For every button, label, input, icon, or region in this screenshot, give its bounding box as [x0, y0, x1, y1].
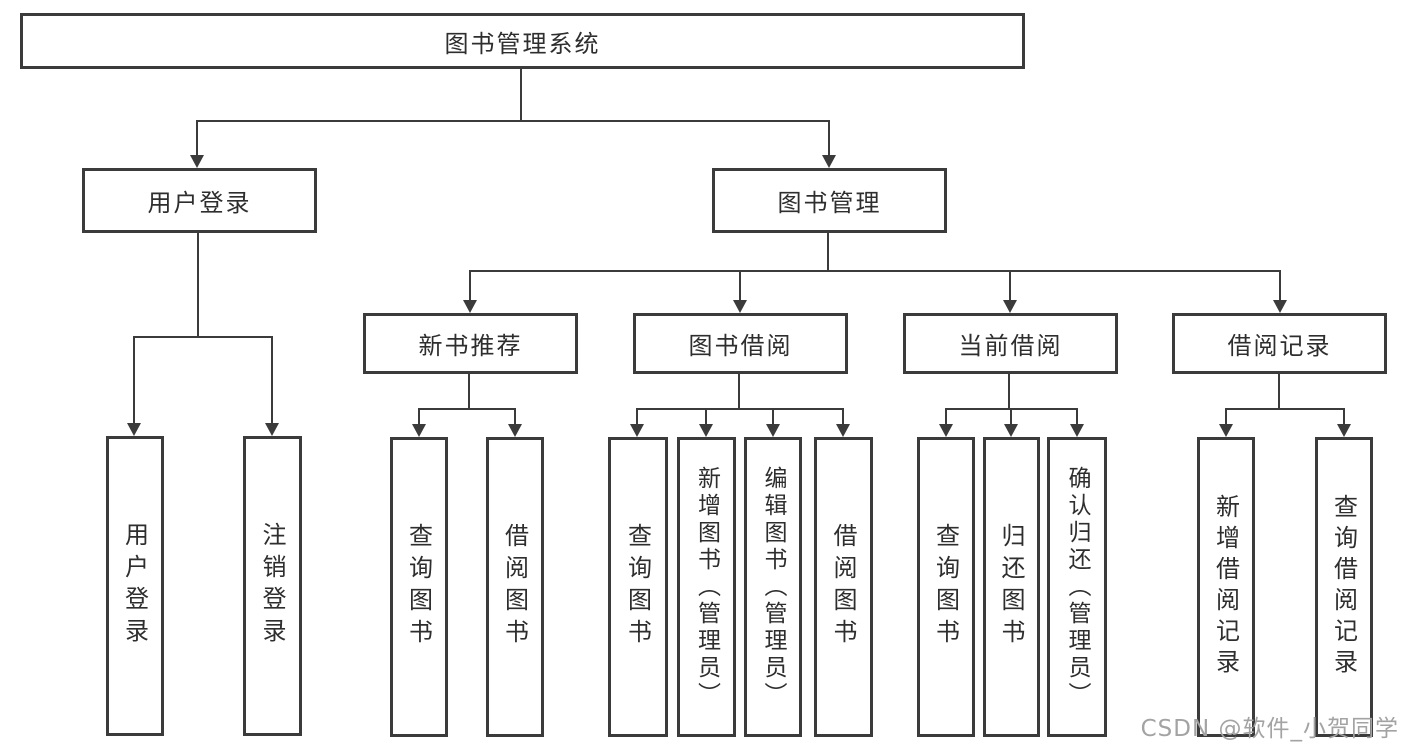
connector-hline — [196, 120, 830, 122]
node-query-book-2-label: 查询图书 — [623, 523, 652, 651]
arrow-shaft — [469, 270, 471, 300]
arrowhead-down-icon — [508, 424, 522, 437]
arrowhead-down-icon — [265, 423, 279, 436]
arrow-shaft — [705, 408, 707, 424]
arrow-shaft — [1076, 408, 1078, 424]
node-book-borrow: 图书借阅 — [633, 313, 848, 374]
arrowhead-down-icon — [836, 424, 850, 437]
node-borrow-book-2: 借阅图书 — [814, 437, 873, 737]
node-query-book-2: 查询图书 — [608, 437, 668, 737]
node-borrow-book-2-label: 借阅图书 — [829, 523, 857, 651]
node-confirm-return: 确认归还（管理员） — [1047, 437, 1107, 737]
node-library-system-label: 图书管理系统 — [444, 29, 601, 58]
arrow-shaft — [772, 408, 774, 424]
connector-hline — [418, 408, 516, 410]
arrowhead-down-icon — [822, 155, 836, 168]
node-add-book: 新增图书（管理员） — [677, 437, 736, 737]
arrow-shaft — [271, 336, 273, 423]
node-logout-leaf: 注销登录 — [243, 436, 302, 736]
arrow-shaft — [196, 120, 198, 155]
node-edit-book: 编辑图书（管理员） — [744, 437, 802, 737]
arrowhead-down-icon — [1337, 424, 1351, 437]
arrowhead-down-icon — [412, 424, 426, 437]
arrowhead-down-icon — [939, 424, 953, 437]
connector-vline — [1278, 374, 1280, 408]
connector-hline — [469, 270, 1281, 272]
node-current-borrow: 当前借阅 — [903, 313, 1118, 374]
arrow-shaft — [842, 408, 844, 424]
node-book-management-label: 图书管理 — [777, 189, 882, 217]
node-query-book-3: 查询图书 — [917, 437, 975, 737]
connector-vline — [468, 374, 470, 408]
connector-vline — [1008, 374, 1010, 408]
node-new-book-recommend: 新书推荐 — [363, 313, 578, 374]
node-borrow-record-label: 借阅记录 — [1227, 332, 1332, 360]
arrow-shaft — [945, 408, 947, 424]
node-user-login-leaf: 用户登录 — [106, 436, 164, 736]
connector-vline — [197, 233, 199, 337]
connector-vline — [738, 374, 740, 408]
csdn-watermark: CSDN @软件_小贺同学 — [1140, 716, 1399, 742]
node-edit-book-label: 编辑图书（管理员） — [760, 465, 786, 709]
node-borrow-record: 借阅记录 — [1172, 313, 1387, 374]
arrow-shaft — [739, 270, 741, 300]
node-book-borrow-label: 图书借阅 — [688, 332, 793, 360]
node-query-book-1: 查询图书 — [390, 437, 448, 737]
node-add-book-label: 新增图书（管理员） — [693, 465, 720, 709]
arrow-shaft — [1225, 408, 1227, 424]
arrowhead-down-icon — [733, 300, 747, 313]
arrowhead-down-icon — [630, 424, 644, 437]
arrowhead-down-icon — [1273, 300, 1287, 313]
arrowhead-down-icon — [1003, 300, 1017, 313]
connector-hline — [636, 408, 844, 410]
arrow-shaft — [418, 408, 420, 424]
node-current-borrow-label: 当前借阅 — [958, 332, 1063, 360]
node-user-login-label: 用户登录 — [147, 189, 252, 217]
arrowhead-down-icon — [1219, 424, 1233, 437]
connector-vline — [827, 233, 829, 271]
node-user-login-leaf-label: 用户登录 — [120, 522, 149, 650]
arrow-shaft — [133, 336, 135, 423]
node-add-borrow-record: 新增借阅记录 — [1197, 437, 1255, 737]
arrow-shaft — [1279, 270, 1281, 300]
arrow-shaft — [828, 120, 830, 155]
node-borrow-book-1: 借阅图书 — [486, 437, 544, 737]
connector-hline — [1225, 408, 1345, 410]
node-confirm-return-label: 确认归还（管理员） — [1064, 465, 1090, 709]
node-query-borrow-record-label: 查询借阅记录 — [1329, 494, 1358, 680]
node-borrow-book-1-label: 借阅图书 — [500, 523, 529, 651]
node-return-book: 归还图书 — [983, 437, 1040, 737]
arrow-shaft — [636, 408, 638, 424]
node-new-book-recommend-label: 新书推荐 — [418, 332, 523, 360]
arrowhead-down-icon — [766, 424, 780, 437]
arrowhead-down-icon — [190, 155, 204, 168]
node-user-login: 用户登录 — [82, 168, 317, 233]
arrowhead-down-icon — [127, 423, 141, 436]
arrowhead-down-icon — [1004, 424, 1018, 437]
node-book-management: 图书管理 — [712, 168, 947, 233]
node-library-system: 图书管理系统 — [20, 13, 1025, 69]
node-query-book-3-label: 查询图书 — [931, 523, 960, 651]
arrow-shaft — [514, 408, 516, 424]
connector-vline — [520, 69, 522, 120]
connector-hline — [133, 336, 273, 338]
arrow-shaft — [1009, 270, 1011, 300]
node-add-borrow-record-label: 新增借阅记录 — [1211, 494, 1240, 680]
arrow-shaft — [1010, 408, 1012, 424]
node-query-borrow-record: 查询借阅记录 — [1315, 437, 1373, 737]
arrowhead-down-icon — [1070, 424, 1084, 437]
arrowhead-down-icon — [699, 424, 713, 437]
node-return-book-label: 归还图书 — [997, 523, 1025, 651]
node-logout-leaf-label: 注销登录 — [258, 522, 286, 650]
arrow-shaft — [1343, 408, 1345, 424]
arrowhead-down-icon — [463, 300, 477, 313]
node-query-book-1-label: 查询图书 — [404, 523, 433, 651]
